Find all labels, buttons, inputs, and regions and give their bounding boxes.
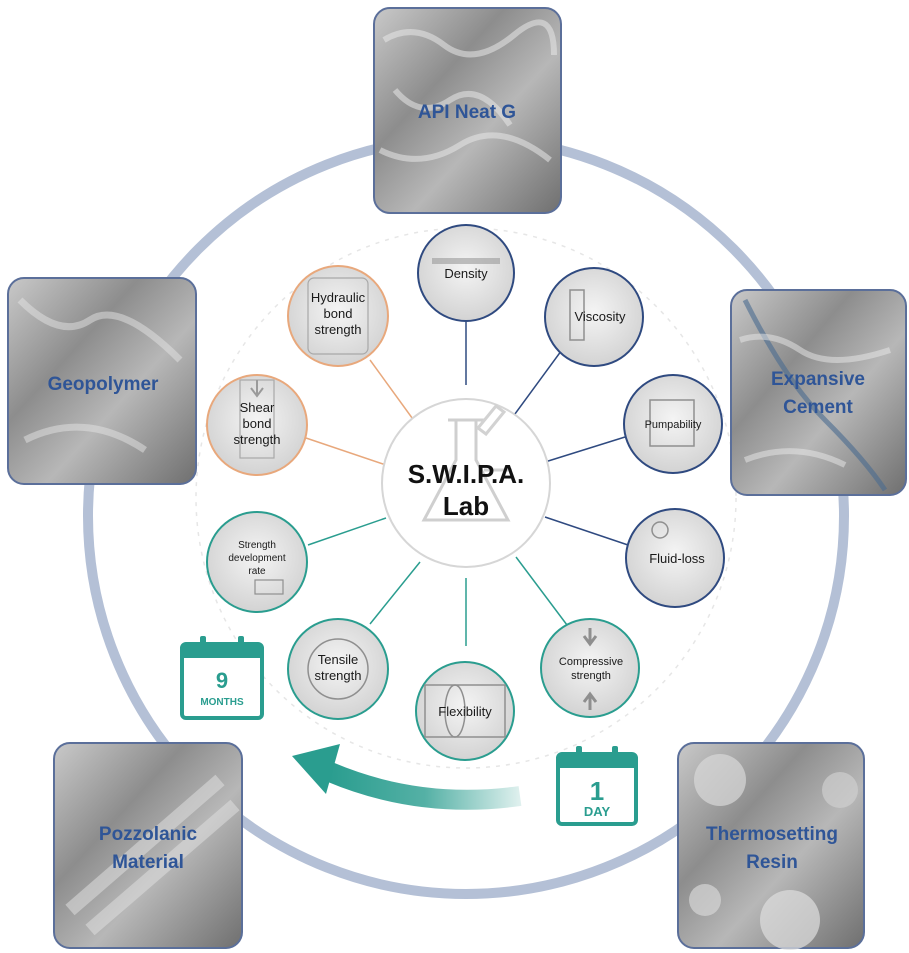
connector-sdr [307, 517, 387, 546]
material-api-neat-g: API Neat G [373, 7, 562, 214]
test-label-density: Density [444, 266, 488, 281]
connector-fluidloss [544, 516, 629, 546]
calendar-months-unit: MONTHS [200, 697, 244, 708]
test-viscosity: Viscosity [544, 267, 644, 367]
connector-tensile [369, 561, 421, 625]
connector-hydraulic [369, 359, 416, 423]
material-geopolymer: Geopolymer [7, 277, 197, 485]
connector-shear [305, 437, 387, 466]
calendar-1-day-icon: 1 DAY [556, 746, 638, 826]
test-pumpability: Pumpability [623, 374, 723, 474]
test-label-pumpability: Pumpability [645, 419, 702, 431]
calendar-months-number: 9 [216, 668, 228, 693]
connector-compressive [515, 556, 568, 626]
test-density: Density [417, 224, 515, 322]
center-title: S.W.I.P.A.Lab [408, 459, 525, 521]
time-arrow [292, 744, 522, 810]
test-fluid-loss: Fluid-loss [625, 508, 725, 608]
test-label-viscosity: Viscosity [574, 309, 626, 324]
flask-icon [421, 418, 511, 522]
calendar-day-number: 1 [590, 776, 604, 806]
test-label-flexibility: Flexibility [438, 704, 492, 719]
connectors [305, 322, 629, 646]
material-label-geo: Geopolymer [48, 374, 159, 395]
calendar-day-unit: DAY [584, 804, 611, 819]
test-flexibility: Flexibility [415, 661, 515, 761]
material-label-api: API Neat G [418, 102, 516, 123]
connector-pumpability [544, 436, 626, 463]
connector-viscosity [511, 342, 568, 419]
microscope-icon [475, 403, 512, 472]
center-hub: S.W.I.P.A.Lab [381, 398, 551, 568]
test-label-fluidloss: Fluid-loss [649, 551, 705, 566]
calendar-9-months-icon: 9 MONTHS [180, 636, 264, 720]
